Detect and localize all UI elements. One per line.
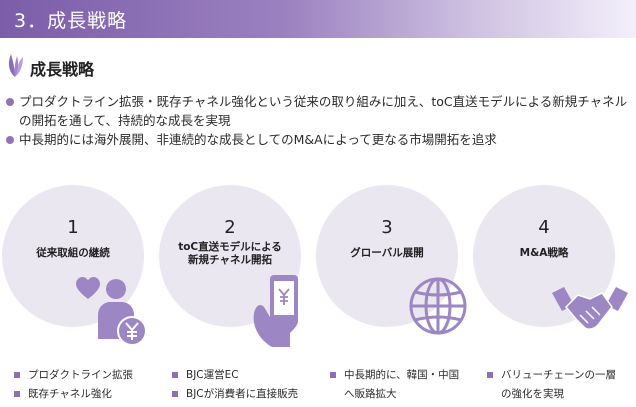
list-item: BJCが消費者に直接販売 — [172, 385, 298, 404]
summary-bullet-text: 中長期的には海外展開、非連続的な成長としてのM&Aによって更なる市場開拓を追求 — [19, 132, 497, 147]
header-bar: 3．成長戦略 — [0, 0, 636, 38]
strategy-label-line: 従来取組の継続 — [36, 247, 110, 259]
summary-bullet: 中長期的には海外展開、非連続的な成長としてのM&Aによって更なる市場開拓を追求 — [6, 130, 632, 149]
strategy-items-2: BJC運営EC BJCが消費者に直接販売 — [172, 366, 298, 404]
strategy-items-1: プロダクトライン拡張 既存チャネル強化 — [14, 366, 133, 404]
square-bullet-icon — [330, 372, 336, 378]
strategy-label: toC直送モデルによる 新規チャネル開拓 — [159, 241, 301, 267]
strategy-label: グローバル展開 — [316, 247, 458, 260]
summary-bullet: プロダクトライン拡張・既存チャネル強化という従来の取り組みに加え、toC直送モデ… — [6, 92, 632, 130]
strategy-circle-2: 2 toC直送モデルによる 新規チャネル開拓 — [159, 185, 301, 327]
page-title: 3．成長戦略 — [14, 10, 128, 32]
square-bullet-icon — [172, 372, 178, 378]
strategy-label: M&A戦略 — [473, 247, 615, 260]
strategy-label-line: グローバル展開 — [350, 247, 424, 259]
handshake-icon — [552, 287, 628, 330]
summary-bullets: プロダクトライン拡張・既存チャネル強化という従来の取り組みに加え、toC直送モデ… — [6, 92, 632, 149]
square-bullet-icon — [14, 391, 20, 397]
globe-icon — [409, 277, 467, 335]
strategy-number: 4 — [538, 217, 550, 238]
bullet-dot-icon — [6, 136, 14, 144]
section-title: 成長戦略 — [30, 60, 95, 79]
strategy-label-line: M&A戦略 — [519, 247, 569, 259]
list-item: の強化を実現 — [501, 388, 564, 400]
list-item: プロダクトライン拡張 — [14, 366, 133, 385]
strategy-label: 従来取組の継続 — [2, 247, 144, 260]
summary-bullet-text: プロダクトライン拡張・既存チャネル強化という従来の取り組みに加え、toC直送モデ… — [19, 94, 628, 128]
list-item: へ販路拡大 — [344, 388, 397, 400]
strategy-number: 3 — [381, 217, 393, 238]
square-bullet-icon — [487, 372, 493, 378]
strategy-items-4: バリューチェーンの一層 の強化を実現 — [487, 366, 616, 404]
list-item: 中長期的に、韓国・中国 — [330, 366, 459, 385]
strategy-items-3: 中長期的に、韓国・中国 へ販路拡大 — [330, 366, 459, 404]
list-item: BJC運営EC — [172, 366, 298, 385]
strategy-label-line: toC直送モデルによる — [178, 241, 282, 253]
strategy-circle-3: 3 グローバル展開 — [316, 185, 458, 327]
square-bullet-icon — [14, 372, 20, 378]
heart-person-yen-icon — [76, 277, 147, 346]
strategy-number: 1 — [67, 217, 79, 238]
strategy-label-line: 新規チャネル開拓 — [188, 254, 272, 266]
hand-smartphone-yen-icon — [253, 275, 298, 347]
list-item: バリューチェーンの一層 — [487, 366, 616, 385]
bullet-dot-icon — [6, 98, 14, 106]
strategy-number: 2 — [224, 217, 236, 238]
list-item: 既存チャネル強化 — [14, 385, 133, 404]
square-bullet-icon — [172, 391, 178, 397]
leaf-logo-icon — [8, 54, 23, 77]
strategy-circle-1: 1 従来取組の継続 — [2, 185, 144, 327]
